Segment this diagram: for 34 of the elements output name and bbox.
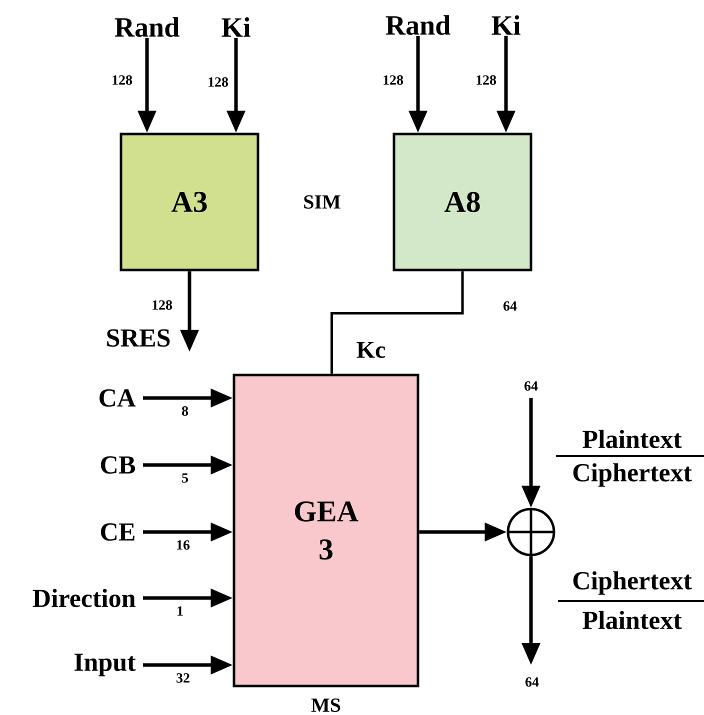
data-label: Plaintext	[582, 610, 682, 630]
signal-label: CB	[100, 456, 136, 474]
data-label: Plaintext	[582, 430, 682, 448]
signal-label: CA	[100, 389, 136, 407]
edge-label: 64	[524, 381, 538, 391]
function-box: A8	[392, 132, 532, 272]
signal-label: Input	[74, 654, 136, 676]
node-label: MS	[311, 698, 340, 712]
edge-label: 128	[152, 300, 172, 310]
signal-label: CE	[100, 523, 134, 541]
signal-label: Rand	[114, 17, 180, 37]
signal-label: Rand	[386, 15, 450, 35]
signal-label: Direction	[32, 588, 136, 608]
function-box: A3	[120, 132, 260, 272]
data-label: Ciphertext	[573, 571, 692, 595]
edge-label: 5	[182, 473, 188, 483]
edge-label: 128	[384, 75, 404, 85]
edge-label: 128	[112, 75, 132, 85]
edge-label: 128	[208, 77, 228, 87]
function-box: GEA 3	[232, 374, 420, 688]
region-label: SIM	[304, 195, 340, 209]
bit-width-label: 64	[503, 301, 517, 311]
signal-label: Ki	[492, 15, 520, 35]
edge-label: 128	[476, 75, 496, 85]
edge-label: 1	[178, 606, 183, 616]
signal-label: Ki	[222, 17, 250, 37]
edge-label: 8	[182, 406, 188, 416]
data-label: Ciphertext	[573, 463, 692, 487]
edge-label: Kc	[356, 342, 386, 358]
edge-label: 32	[176, 673, 190, 683]
edge-label: 16	[177, 540, 190, 550]
signal-label: SRES	[107, 329, 170, 347]
xor-symbol	[506, 508, 556, 556]
edge-label: 64	[525, 677, 539, 687]
